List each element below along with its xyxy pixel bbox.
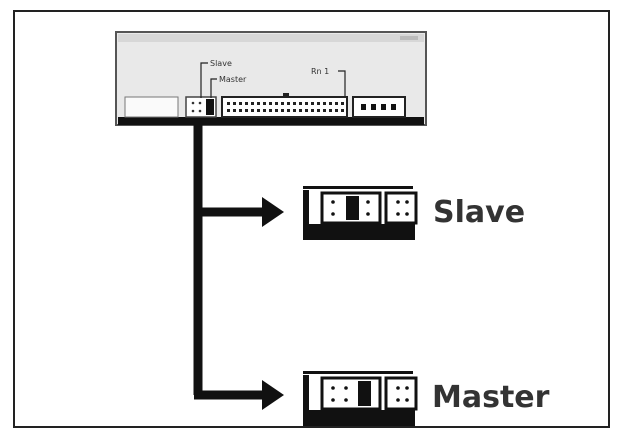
ide-pin <box>233 109 236 112</box>
ide-pin <box>305 109 308 112</box>
ide-pin <box>233 102 236 105</box>
power-connector <box>352 96 406 118</box>
ide-pin <box>257 109 260 112</box>
slave-jumper-cap <box>346 196 359 220</box>
drive-back-panel: Slave Master Rn 1 <box>115 31 427 126</box>
ide-pin <box>293 102 296 105</box>
ide-pin <box>281 102 284 105</box>
ide-pin <box>245 102 248 105</box>
ide-pin <box>335 109 338 112</box>
ide-pin <box>239 102 242 105</box>
ide-pin <box>341 102 344 105</box>
ide-pin <box>269 109 272 112</box>
ide-pin <box>263 102 266 105</box>
setting-label-slave: Slave <box>433 195 525 230</box>
ide-pin <box>335 102 338 105</box>
drive-bottom-edge <box>118 117 424 125</box>
ide-pin <box>329 109 332 112</box>
slave-leader-line <box>200 62 208 98</box>
ide-pin <box>251 109 254 112</box>
ide-pin <box>311 102 314 105</box>
master-jumper-detail <box>303 371 418 426</box>
ide-pin <box>269 102 272 105</box>
ide-pin <box>329 102 332 105</box>
ide-pin <box>317 109 320 112</box>
ide-pin <box>227 102 230 105</box>
ide-pin <box>281 109 284 112</box>
ide-pin <box>263 109 266 112</box>
master-jumper-cap <box>358 381 371 406</box>
ide-pin <box>251 102 254 105</box>
ide-pin <box>245 109 248 112</box>
ide-pin <box>257 102 260 105</box>
ide-pin <box>287 102 290 105</box>
connector-lines <box>193 125 284 410</box>
rn-leader-line <box>338 70 346 97</box>
ide-pin <box>287 109 290 112</box>
ide-pin <box>323 102 326 105</box>
ide-pin <box>299 109 302 112</box>
ide-pin <box>293 109 296 112</box>
slave-arrow-icon <box>262 197 284 227</box>
ide-pin <box>317 102 320 105</box>
ide-pin <box>239 109 242 112</box>
master-leader-line <box>210 78 217 98</box>
ide-pin <box>227 109 230 112</box>
master-arrow-icon <box>262 380 284 410</box>
ide-pin <box>341 109 344 112</box>
ide-pin <box>323 109 326 112</box>
ide-pin <box>275 109 278 112</box>
drive-label-rn: Rn 1 <box>311 67 329 76</box>
slave-jumper-detail <box>303 186 418 240</box>
drive-corner-mark <box>400 36 418 40</box>
drive-jumper-block <box>185 96 217 118</box>
audio-port <box>124 96 179 118</box>
drive-top-edge <box>118 34 424 42</box>
setting-label-master: Master <box>432 380 550 415</box>
ide-pin <box>311 109 314 112</box>
ide-pin <box>275 102 278 105</box>
ide-connector <box>221 93 348 118</box>
drive-label-slave: Slave <box>210 59 232 68</box>
drive-label-master: Master <box>219 75 247 84</box>
ide-pin <box>299 102 302 105</box>
ide-pin <box>305 102 308 105</box>
